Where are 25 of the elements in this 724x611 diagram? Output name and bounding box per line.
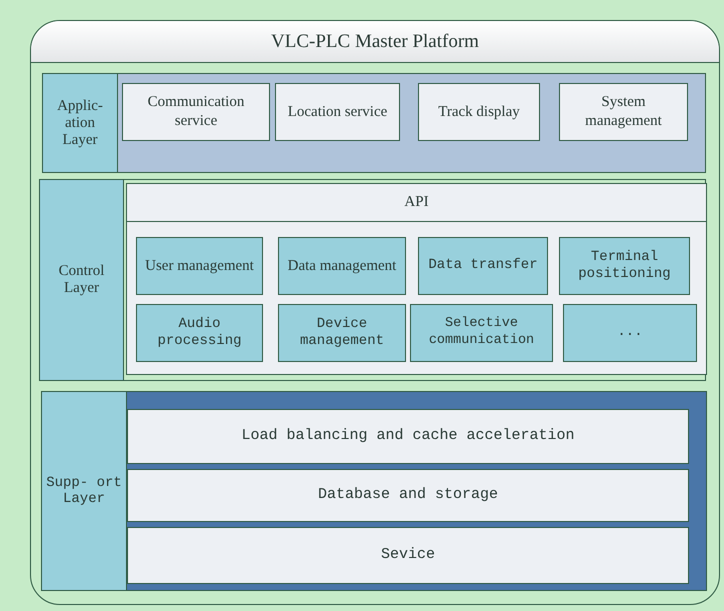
module-box: Track display xyxy=(418,83,540,141)
api-header: API xyxy=(127,184,706,222)
module-box: User management xyxy=(136,237,263,295)
module-box: Device management xyxy=(278,304,406,362)
layer-label: Applic- ation Layer xyxy=(43,74,118,172)
module-box: Data management xyxy=(278,237,406,295)
module-box: Selective communication xyxy=(410,304,553,362)
module-box: Load balancing and cache acceleration xyxy=(127,409,689,464)
module-box: Audio processing xyxy=(136,304,263,362)
module-panel xyxy=(126,183,707,375)
module-box: System management xyxy=(559,83,688,141)
module-box: ... xyxy=(563,304,697,362)
module-box: Database and storage xyxy=(127,469,689,522)
layer-panel xyxy=(39,179,706,381)
module-box: Sevice xyxy=(127,527,689,584)
module-box: Location service xyxy=(275,83,400,141)
platform-title: VLC-PLC Master Platform xyxy=(31,21,719,63)
layer-label: Supp- ort Layer xyxy=(42,392,127,590)
module-box: Terminal positioning xyxy=(559,237,690,295)
layer-panel xyxy=(41,391,707,591)
module-box: Communication service xyxy=(122,83,270,141)
module-box: Data transfer xyxy=(418,237,548,295)
layer-panel xyxy=(42,73,706,173)
layer-label: Control Layer xyxy=(40,180,124,380)
platform-frame xyxy=(30,20,720,605)
